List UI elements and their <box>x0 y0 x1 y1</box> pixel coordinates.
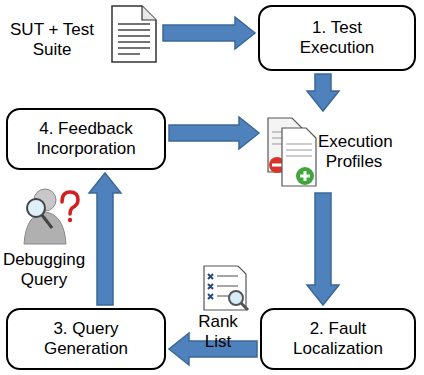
step-label: 3. Query Generation <box>28 319 144 359</box>
profiles-icon <box>268 118 316 186</box>
step-label: 1. Test Execution <box>279 18 395 58</box>
flow-arrow <box>307 74 339 111</box>
icon-node: SUT + Test Suite <box>8 2 160 78</box>
flow-arrow <box>307 193 339 305</box>
document-icon <box>112 6 156 62</box>
step-label: 4. Feedback Incorporation <box>28 119 144 159</box>
flow-arrow <box>163 17 255 49</box>
icon-caption: Execution Profiles <box>318 132 390 172</box>
process-box: 1. Test Execution <box>258 5 416 71</box>
person-icon <box>24 189 78 244</box>
process-box: 4. Feedback Incorporation <box>6 108 166 170</box>
flow-arrow <box>169 117 259 149</box>
process-box: 3. Query Generation <box>6 308 166 370</box>
icon-caption: SUT + Test Suite <box>8 20 96 60</box>
step-label: 2. Fault Localization <box>280 319 396 359</box>
icon-node: Execution Profiles <box>262 114 390 190</box>
flow-arrow <box>89 173 121 305</box>
edge-label: Debugging Query <box>1 250 87 290</box>
rank-list-icon <box>204 266 248 310</box>
edge-label: Rank List <box>183 312 253 352</box>
process-box: 2. Fault Localization <box>260 308 416 370</box>
